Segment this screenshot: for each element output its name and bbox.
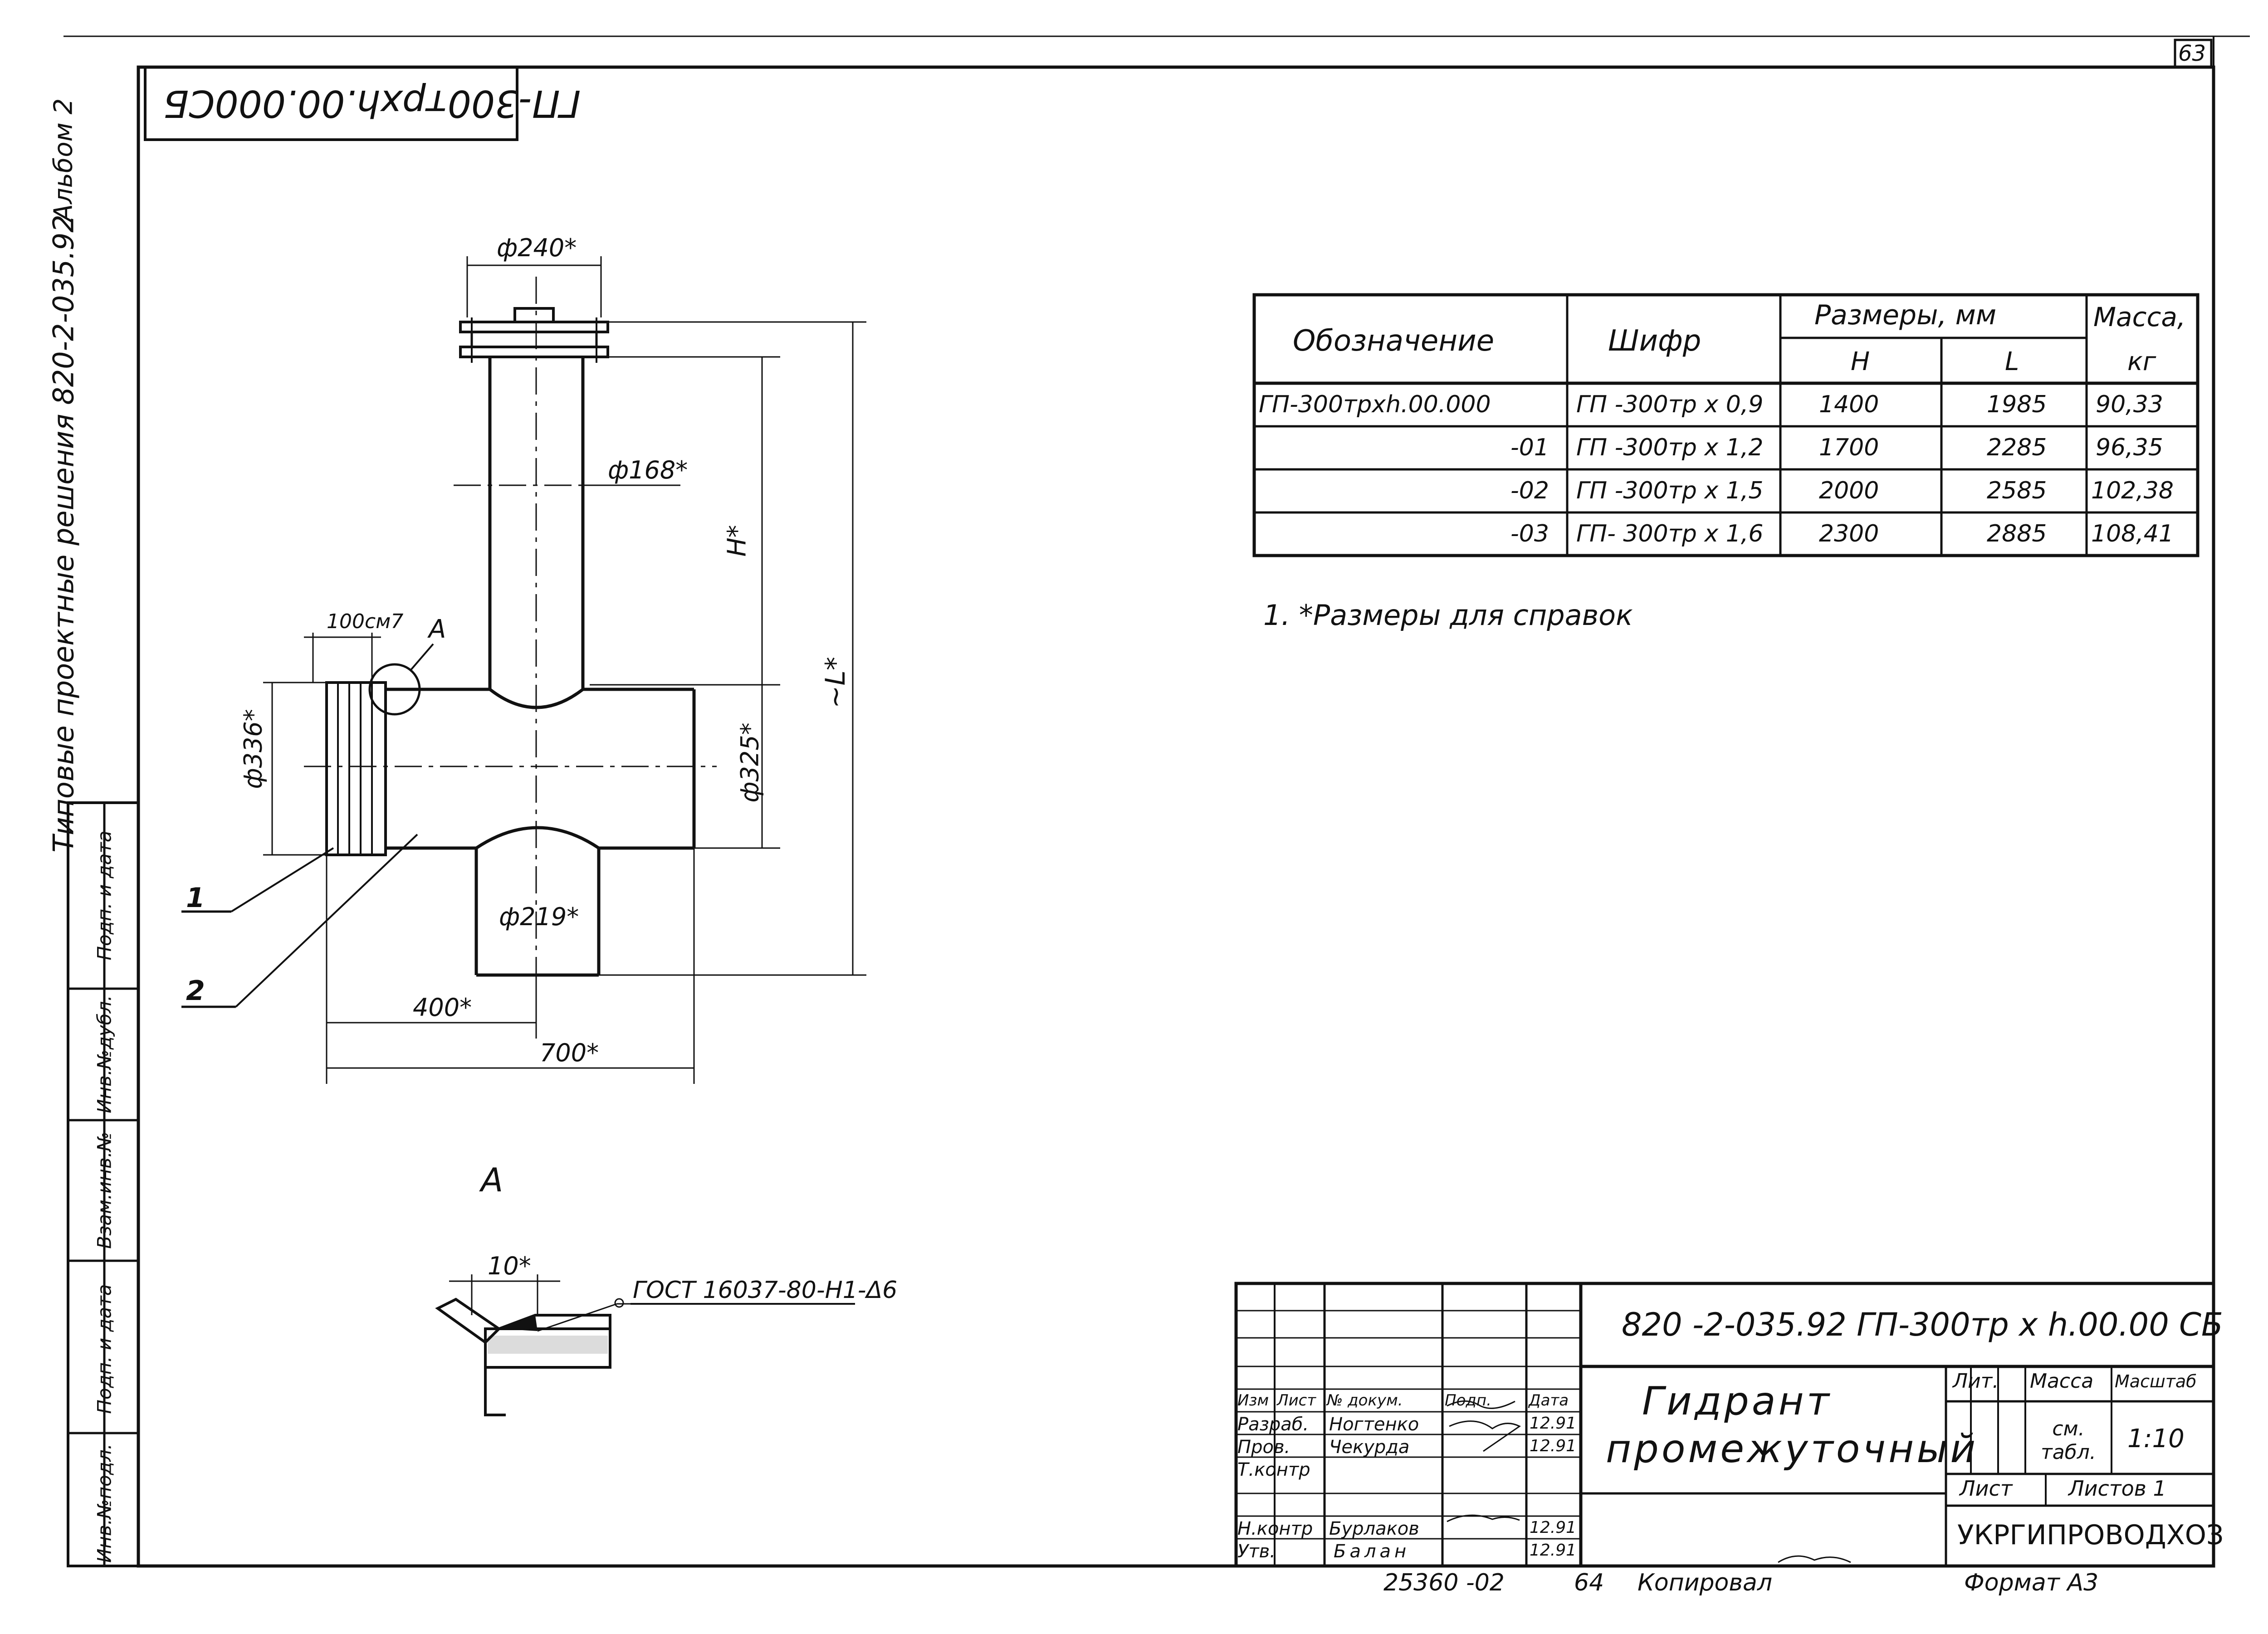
tb-name: Бурлаков	[1329, 1518, 1419, 1539]
spec-row-code: ГП -300тр х 1,2	[1576, 434, 1764, 461]
spec-row-mass: 96,35	[2096, 434, 2163, 461]
spec-row-designation: ГП-300трхh.00.000	[1259, 391, 1491, 418]
tb-date: 12.91	[1530, 1518, 1577, 1537]
tb-col-doc: № докум.	[1327, 1391, 1403, 1410]
dim-d325: ф325*	[735, 722, 764, 803]
spec-header-l: L	[2005, 347, 2019, 376]
spec-row-l: 2285	[1987, 434, 2047, 461]
spec-row-l: 2585	[1987, 477, 2047, 504]
side-strip-label: Взам.инв.№	[93, 1132, 116, 1249]
tb-date: 12.91	[1530, 1541, 1577, 1560]
dim-h: Н*	[722, 525, 752, 557]
title-name-line1: Гидрант	[1642, 1379, 1832, 1424]
spec-row-code: ГП- 300тр х 1,6	[1576, 520, 1764, 547]
archive-number: 25360 -02	[1383, 1569, 1505, 1596]
tb-org: УКРГИПРОВОДХОЗ	[1957, 1519, 2224, 1551]
spec-header-h: Н	[1851, 347, 1870, 376]
spec-row-l: 1985	[1987, 391, 2047, 418]
spec-row-h: 2000	[1819, 477, 1879, 504]
tb-name: Балан	[1334, 1541, 1410, 1562]
tb-name: Чекурда	[1329, 1437, 1410, 1458]
side-strip-label: Инв.№подл.	[93, 1443, 116, 1563]
tb-role: Т.контр	[1237, 1459, 1310, 1480]
spec-row-designation: -03	[1510, 520, 1549, 547]
spec-header-mass-unit: кг	[2127, 347, 2156, 376]
spec-row-mass: 102,38	[2091, 477, 2174, 504]
top-stamp-box	[144, 66, 518, 141]
tb-role: Разраб.	[1237, 1414, 1309, 1435]
callout-pos1: 1	[186, 882, 205, 914]
dim-l: ~L*	[819, 657, 851, 708]
top-stamp: ГП-300трхh.00.000СБ	[163, 82, 581, 125]
spec-header-mass: Масса,	[2093, 302, 2186, 332]
detail-a-title: А	[481, 1161, 503, 1199]
dim-w700: 700*	[540, 1039, 599, 1067]
tb-col-date: Дата	[1529, 1391, 1569, 1410]
page-number: 63	[2178, 41, 2206, 66]
spec-header-sizes: Размеры, мм	[1814, 299, 1997, 331]
tb-lit-label: Лит.	[1953, 1370, 1999, 1393]
spec-row-mass: 90,33	[2096, 391, 2163, 418]
tb-sheets-label: Листов 1	[2068, 1476, 2166, 1501]
dim-w400: 400*	[413, 993, 472, 1022]
tb-role: Утв.	[1237, 1541, 1276, 1562]
spec-row-code: ГП -300тр х 0,9	[1576, 391, 1764, 418]
tb-scale-label: Масштаб	[2115, 1371, 2197, 1391]
side-strip-label: Подп. и дата	[93, 830, 116, 961]
format-label: Формат А3	[1964, 1569, 2099, 1596]
tb-mass-label: Масса	[2030, 1370, 2094, 1393]
tb-date: 12.91	[1530, 1437, 1577, 1455]
detail-a-circle	[368, 663, 421, 716]
spec-row-designation: -01	[1510, 434, 1549, 461]
copied-label: Копировал	[1637, 1569, 1773, 1596]
spec-header-code: Шифр	[1608, 324, 1701, 358]
dim-d219: ф219*	[499, 902, 579, 931]
spec-header-designation: Обозначение	[1293, 324, 1495, 358]
note-text: 1. *Размеры для справок	[1263, 599, 1633, 632]
tb-date: 12.91	[1530, 1414, 1577, 1433]
tb-sheet-label: Лист	[1960, 1476, 2013, 1501]
spec-row-l: 2885	[1987, 520, 2047, 547]
tb-role: Пров.	[1237, 1437, 1290, 1458]
title-block-frame	[1234, 1282, 2215, 1568]
spec-row-code: ГП -300тр х 1,5	[1576, 477, 1764, 504]
dim-cm100: 100см7	[327, 610, 404, 633]
tb-col-list: Лист	[1277, 1391, 1316, 1410]
dim-d240: ф240*	[497, 234, 577, 262]
tb-col-sign: Подп.	[1445, 1391, 1491, 1410]
title-doc-code: 820 -2-035.92 ГП-300тр х h.00.00 СБ	[1622, 1306, 2223, 1343]
page-number-box	[2174, 39, 2213, 68]
dim-d168: ф168*	[608, 456, 688, 484]
dim-d336: ф336*	[239, 709, 268, 789]
callout-detail-a: А	[429, 615, 446, 644]
spec-row-h: 2300	[1819, 520, 1879, 547]
detail-a-dim: 10*	[488, 1252, 531, 1280]
spec-row-mass: 108,41	[2091, 520, 2174, 547]
detail-a-weld: ГОСТ 16037-80-Н1-Δ6	[633, 1277, 898, 1304]
archive-page: 64	[1574, 1569, 1604, 1596]
spec-row-h: 1700	[1819, 434, 1879, 461]
tb-name: Ногтенко	[1329, 1414, 1419, 1435]
tb-scale-value: 1:10	[2127, 1424, 2185, 1454]
spec-row-h: 1400	[1819, 391, 1879, 418]
tb-mass-value: см. табл.	[2041, 1417, 2096, 1464]
title-name-line2: промежуточный	[1606, 1426, 1979, 1472]
tb-col-izm: Изм	[1237, 1391, 1269, 1410]
callout-pos2: 2	[186, 975, 205, 1007]
spec-row-designation: -02	[1510, 477, 1549, 504]
tb-role: Н.контр	[1237, 1518, 1313, 1539]
series-label: Типовые проектные решения 820-2-035.92	[47, 215, 80, 853]
